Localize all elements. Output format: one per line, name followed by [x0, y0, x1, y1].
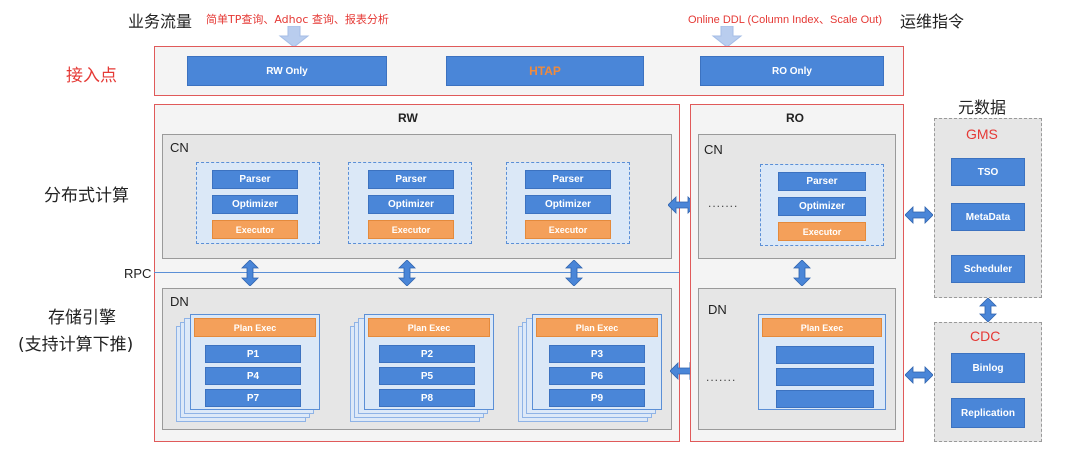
plan-exec-block: Plan Exec	[194, 318, 316, 337]
traffic-description: 简单TP查询、Adhoc 查询、报表分析	[206, 13, 389, 26]
ro-dn-dots: .......	[706, 370, 737, 384]
rpc-line	[154, 272, 679, 273]
traffic-label: 业务流量	[128, 12, 193, 31]
distributed-compute-label: 分布式计算	[44, 186, 129, 206]
partition-block: P3	[549, 345, 645, 363]
access-layer-label: 接入点	[66, 66, 117, 86]
htap-endpoint: HTAP	[446, 56, 644, 86]
partition-block	[776, 346, 874, 364]
optimizer-block: Optimizer	[212, 195, 298, 214]
partition-block	[776, 390, 874, 408]
cn-dn-arrow	[793, 260, 811, 286]
optimizer-block: Optimizer	[525, 195, 611, 214]
ro-title: RO	[786, 111, 804, 125]
rw-only-endpoint: RW Only	[187, 56, 387, 86]
tso-block: TSO	[951, 158, 1025, 186]
metadata-title: 元数据	[958, 98, 1007, 117]
ro-cn-label: CN	[704, 142, 723, 157]
cn-dn-arrow	[565, 260, 583, 286]
optimizer-block: Optimizer	[778, 197, 866, 216]
optimizer-block: Optimizer	[368, 195, 454, 214]
parser-block: Parser	[778, 172, 866, 191]
executor-block: Executor	[778, 222, 866, 241]
ro-gms-arrow	[905, 206, 933, 224]
executor-block: Executor	[368, 220, 454, 239]
ops-down-arrow	[711, 26, 743, 48]
gms-label: GMS	[966, 126, 998, 142]
executor-block: Executor	[525, 220, 611, 239]
replication-block: Replication	[951, 398, 1025, 428]
plan-exec-block: Plan Exec	[368, 318, 490, 337]
partition-block: P6	[549, 367, 645, 385]
cn-dn-arrow	[241, 260, 259, 286]
ro-dn-label: DN	[708, 302, 727, 317]
cdc-label: CDC	[970, 328, 1001, 344]
executor-block: Executor	[212, 220, 298, 239]
traffic-down-arrow	[278, 26, 310, 48]
partition-block: P1	[205, 345, 301, 363]
storage-engine-sublabel: (支持计算下推)	[18, 335, 134, 355]
ops-description: Online DDL (Column Index、Scale Out)	[688, 14, 883, 26]
parser-block: Parser	[212, 170, 298, 189]
rw-title: RW	[398, 111, 418, 125]
metadata-block: MetaData	[951, 203, 1025, 231]
rw-dn-label: DN	[170, 294, 189, 309]
rw-cn-label: CN	[170, 140, 189, 155]
partition-block: P9	[549, 389, 645, 407]
partition-block	[776, 368, 874, 386]
gms-cdc-arrow	[979, 298, 997, 322]
partition-block: P5	[379, 367, 475, 385]
partition-block: P4	[205, 367, 301, 385]
ops-label: 运维指令	[900, 12, 965, 31]
plan-exec-block: Plan Exec	[762, 318, 882, 337]
partition-block: P2	[379, 345, 475, 363]
scheduler-block: Scheduler	[951, 255, 1025, 283]
ro-only-endpoint: RO Only	[700, 56, 884, 86]
parser-block: Parser	[368, 170, 454, 189]
rw-ro-cn-arrow	[668, 196, 696, 214]
ro-cn-dots: .......	[708, 196, 739, 210]
parser-block: Parser	[525, 170, 611, 189]
ro-cdc-arrow	[905, 366, 933, 384]
partition-block: P7	[205, 389, 301, 407]
binlog-block: Binlog	[951, 353, 1025, 383]
plan-exec-block: Plan Exec	[536, 318, 658, 337]
partition-block: P8	[379, 389, 475, 407]
storage-engine-label: 存储引擎	[48, 308, 116, 328]
rpc-label: RPC	[124, 266, 152, 281]
cn-dn-arrow	[398, 260, 416, 286]
